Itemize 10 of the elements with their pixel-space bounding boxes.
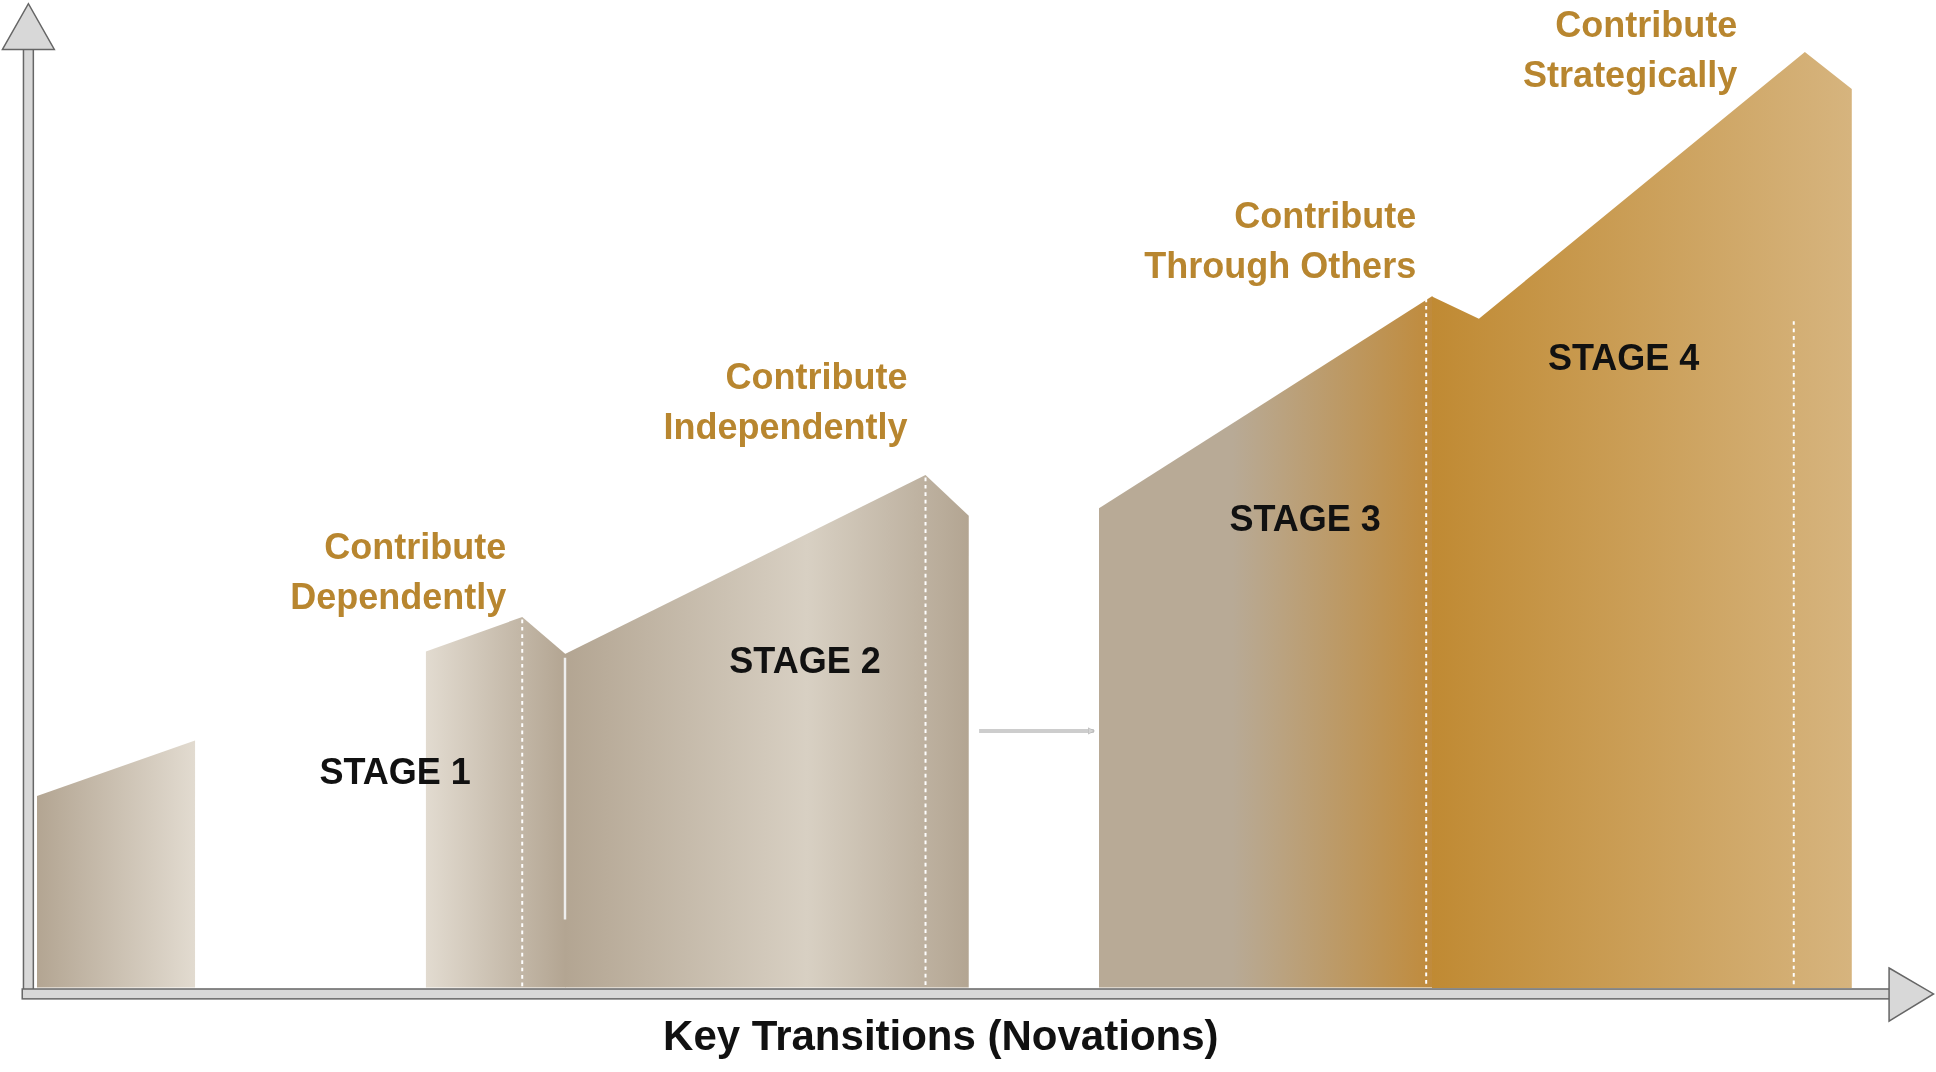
stage-label: STAGE 2 [729,639,881,682]
axis-title: Key Transitions (Novations) [663,1012,1219,1061]
stage-heading: Contribute Dependently [289,525,507,620]
stage-heading: Contribute Through Others [1143,194,1417,289]
stage-label: STAGE 4 [1547,337,1700,380]
stage-label: STAGE 1 [319,750,471,793]
stage-heading: Contribute Independently [662,354,908,449]
stage-heading: Contribute Strategically [1522,3,1738,97]
block-arrow [979,727,1095,735]
stage-label: STAGE 3 [1229,497,1381,540]
